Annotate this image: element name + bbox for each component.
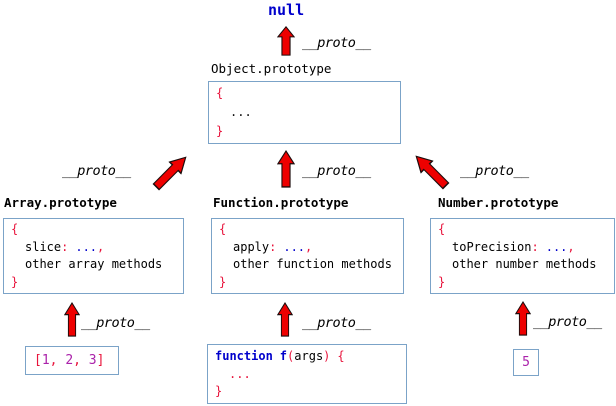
function-prototype-box: { apply:..., other function methods } [211,218,404,294]
code-line: 5 [514,350,538,375]
paren-close: ) [323,349,331,363]
object-prototype-title: Object.prototype [211,61,332,76]
brace-close: } [11,274,19,289]
bracket-close: ] [96,353,105,368]
code-line: [1, 2, 3] [34,347,118,374]
brace-open: { [11,222,19,236]
code-line: function f(args) { [215,348,406,366]
brace-close: } [438,274,446,289]
number-instance-box: 5 [513,349,539,376]
brace-open: { [219,222,227,236]
null-label: null [268,1,305,19]
array-instance-box: [1, 2, 3] [25,346,119,375]
number-literal: 1 [41,353,50,368]
proto-label-array: __proto__ [62,163,131,179]
brace-open: { [337,349,345,363]
code-line: { [11,221,183,239]
proto-label-top: __proto__ [302,35,371,51]
method-name: slice [25,239,62,254]
brace-close: } [219,274,227,289]
proto-arrow-upright-icon [149,150,193,194]
code-line: ... [216,103,400,122]
comma: , [97,239,105,254]
object-prototype-box: { ... } [208,81,401,144]
number-literal: 2 [65,353,74,368]
proto-arrow-up-icon [277,150,295,188]
function-name: f [279,349,288,363]
keyword-function: function [215,349,273,363]
code-line: { [219,221,403,239]
number-prototype-title: Number.prototype [438,195,559,210]
args-text: args [294,349,324,363]
bracket-open: [ [34,353,42,368]
proto-label-function: __proto__ [302,163,371,179]
code-line: } [219,274,403,292]
other-methods-text: other array methods [25,257,163,271]
method-name: apply [233,239,270,254]
code-line: } [438,274,614,292]
proto-label-function-instance: __proto__ [302,315,371,331]
comma: , [305,239,313,254]
other-methods-text: other function methods [233,257,392,271]
comma: , [567,239,575,254]
ellipsis: ... [229,366,251,381]
proto-arrow-up-icon [515,301,531,336]
code-line: { [216,84,400,103]
proto-arrow-up-icon [277,26,295,56]
comma: , [49,353,66,368]
array-prototype-title: Array.prototype [4,195,117,210]
function-instance-box: function f(args) { ... } [207,344,407,404]
ellipsis: ... [230,105,252,119]
array-prototype-box: { slice:..., other array methods } [3,218,184,294]
ellipsis-value: ... [545,239,568,254]
code-line: ... [215,366,406,384]
ellipsis-value: ... [283,239,306,254]
proto-label-array-instance: __proto__ [81,315,150,331]
number-prototype-box: { toPrecision:..., other number methods … [430,218,615,294]
proto-arrow-up-icon [277,302,293,337]
brace-open: { [438,222,446,236]
code-line: toPrecision:..., [438,239,614,257]
brace-close: } [215,384,223,398]
code-line: } [11,274,183,292]
proto-arrow-upleft-icon [409,149,453,193]
number-literal: 5 [522,355,530,370]
brace-close: } [216,124,224,138]
code-line: other function methods [219,256,403,274]
proto-label-number-instance: __proto__ [533,314,602,330]
colon: : [269,239,277,254]
code-line: { [438,221,614,239]
code-line: other number methods [438,256,614,274]
comma: , [73,353,89,368]
number-literal: 3 [88,353,97,368]
paren-open: ( [287,349,295,363]
proto-label-number: __proto__ [460,163,529,179]
code-line: other array methods [11,256,183,274]
other-methods-text: other number methods [452,257,597,271]
code-line: slice:..., [11,239,183,257]
proto-arrow-up-icon [64,302,80,337]
method-name: toPrecision [452,239,532,254]
code-line: } [215,383,406,401]
code-line: apply:..., [219,239,403,257]
function-prototype-title: Function.prototype [213,195,349,210]
colon: : [61,239,69,254]
ellipsis-value: ... [75,239,98,254]
brace-open: { [216,86,224,100]
colon: : [531,239,539,254]
code-line: } [216,122,400,141]
